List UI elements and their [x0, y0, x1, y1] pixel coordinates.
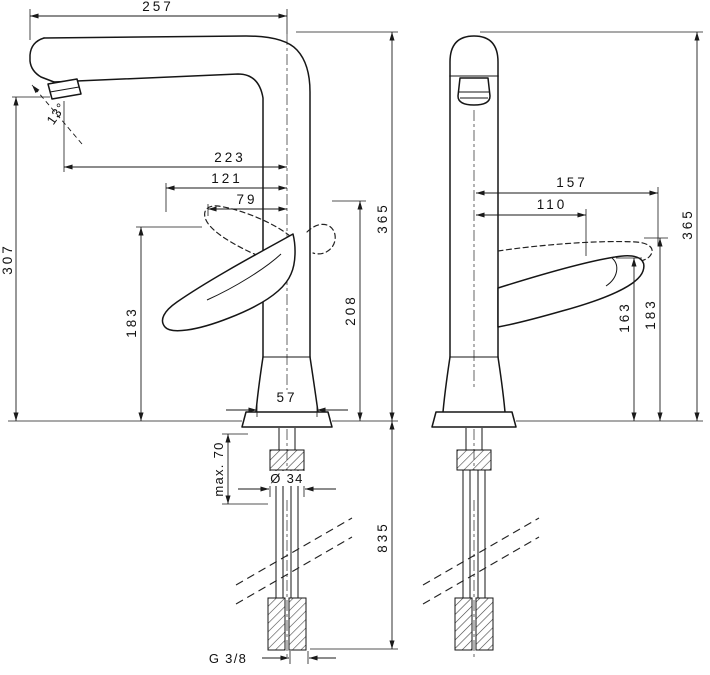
dim-outlet-height: 307 — [0, 96, 50, 421]
handle-side-view — [161, 205, 336, 332]
dim-handle-reach-max: 157 — [476, 175, 659, 246]
hose-connector — [454, 597, 473, 651]
hose-connector — [267, 597, 286, 651]
dim-79-label: 79 — [236, 192, 257, 207]
dim-110-label: 110 — [537, 197, 568, 212]
spout-tip — [29, 37, 55, 83]
dim-208: 208 — [332, 200, 366, 421]
spout-outer-edge — [43, 35, 311, 358]
dim-835-label: 835 — [375, 521, 390, 553]
left-view: 257 13° 223 121 79 365 — [0, 0, 398, 666]
dim-handle-height: 163 — [616, 257, 642, 421]
dim-handle-height-left: 183 — [124, 226, 202, 421]
dim-spout-width-label: 257 — [142, 0, 174, 14]
dim-spout-width: 257 — [29, 0, 288, 40]
dim-57-label: 57 — [276, 390, 297, 405]
undercounter-right — [422, 428, 540, 651]
base-plate-front — [431, 411, 517, 428]
dim-183-left-label: 183 — [124, 306, 139, 338]
dim-reach-label: 223 — [214, 150, 246, 165]
dim-g38-label: G 3/8 — [209, 651, 247, 666]
dim-base-width: 57 — [226, 390, 348, 417]
spout-cap-front — [449, 35, 499, 77]
dim-handle-height-max: 183 — [643, 237, 668, 421]
undercounter-left — [235, 428, 353, 651]
dim-height-left: 365 — [296, 31, 398, 421]
hose-connector — [288, 597, 307, 651]
dim-dia34-label: Ø 34 — [270, 471, 303, 486]
dim-height-left-label: 365 — [375, 202, 390, 234]
dim-height-right: 365 — [480, 31, 703, 421]
hose-connector — [475, 597, 494, 651]
dim-157-label: 157 — [556, 175, 588, 190]
dim-max-mounting: max. 70 — [211, 433, 268, 505]
break-line — [422, 536, 540, 605]
dim-reach-121: 121 — [165, 171, 287, 212]
dim-height-right-label: 365 — [680, 208, 695, 240]
dim-handle-reach: 110 — [476, 197, 587, 256]
base-plate-side — [241, 411, 333, 428]
dim-163-label: 163 — [617, 301, 632, 333]
break-line — [235, 517, 353, 586]
faucet-side-view-outline — [29, 35, 333, 428]
handle-rear-dashed — [306, 223, 336, 255]
dim-reach-79: 79 — [207, 192, 287, 216]
dim-121-label: 121 — [211, 171, 243, 186]
dim-lower-height: 835 — [310, 421, 398, 650]
dim-max70-label: max. 70 — [211, 441, 226, 496]
dim-shank-diameter: Ø 34 — [238, 470, 336, 497]
spout-inner-edge — [53, 73, 264, 358]
dim-thread: G 3/8 — [209, 651, 336, 666]
handle-raised-dashed — [204, 205, 291, 262]
dim-307-label: 307 — [0, 243, 15, 275]
right-view: 157 110 365 183 163 — [422, 31, 703, 657]
mounting-nut — [456, 449, 492, 471]
break-line — [235, 536, 353, 605]
handle-lever — [497, 255, 645, 328]
mounting-nut — [269, 449, 305, 471]
dim-reach-223: 223 — [63, 101, 287, 172]
break-line — [422, 517, 540, 586]
dim-208-label: 208 — [343, 294, 358, 326]
dim-183-right-label: 183 — [643, 298, 658, 330]
handle-lever — [161, 233, 296, 332]
